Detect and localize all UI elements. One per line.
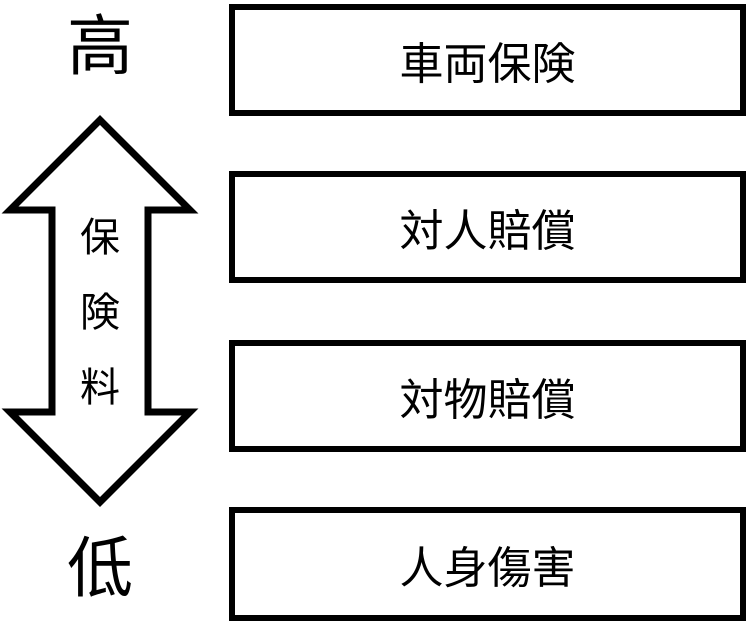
coverage-box-vehicle: 車両保険 [229,4,746,116]
high-label: 高 [67,8,133,85]
coverage-box-property-liability: 対物賠償 [229,340,746,452]
coverage-label: 車両保険 [399,39,576,90]
coverage-label: 人身傷害 [399,543,576,594]
coverage-label: 対人賠償 [399,206,576,257]
low-label: 低 [67,530,133,607]
coverage-box-personal-injury: 人身傷害 [229,507,746,621]
coverage-box-bodily-liability: 対人賠償 [229,171,746,283]
arrow-label-char: 保 [80,215,120,261]
arrow-label-char: 料 [80,365,120,411]
arrow-label-char: 険 [80,290,120,336]
coverage-label: 対物賠償 [399,375,576,426]
